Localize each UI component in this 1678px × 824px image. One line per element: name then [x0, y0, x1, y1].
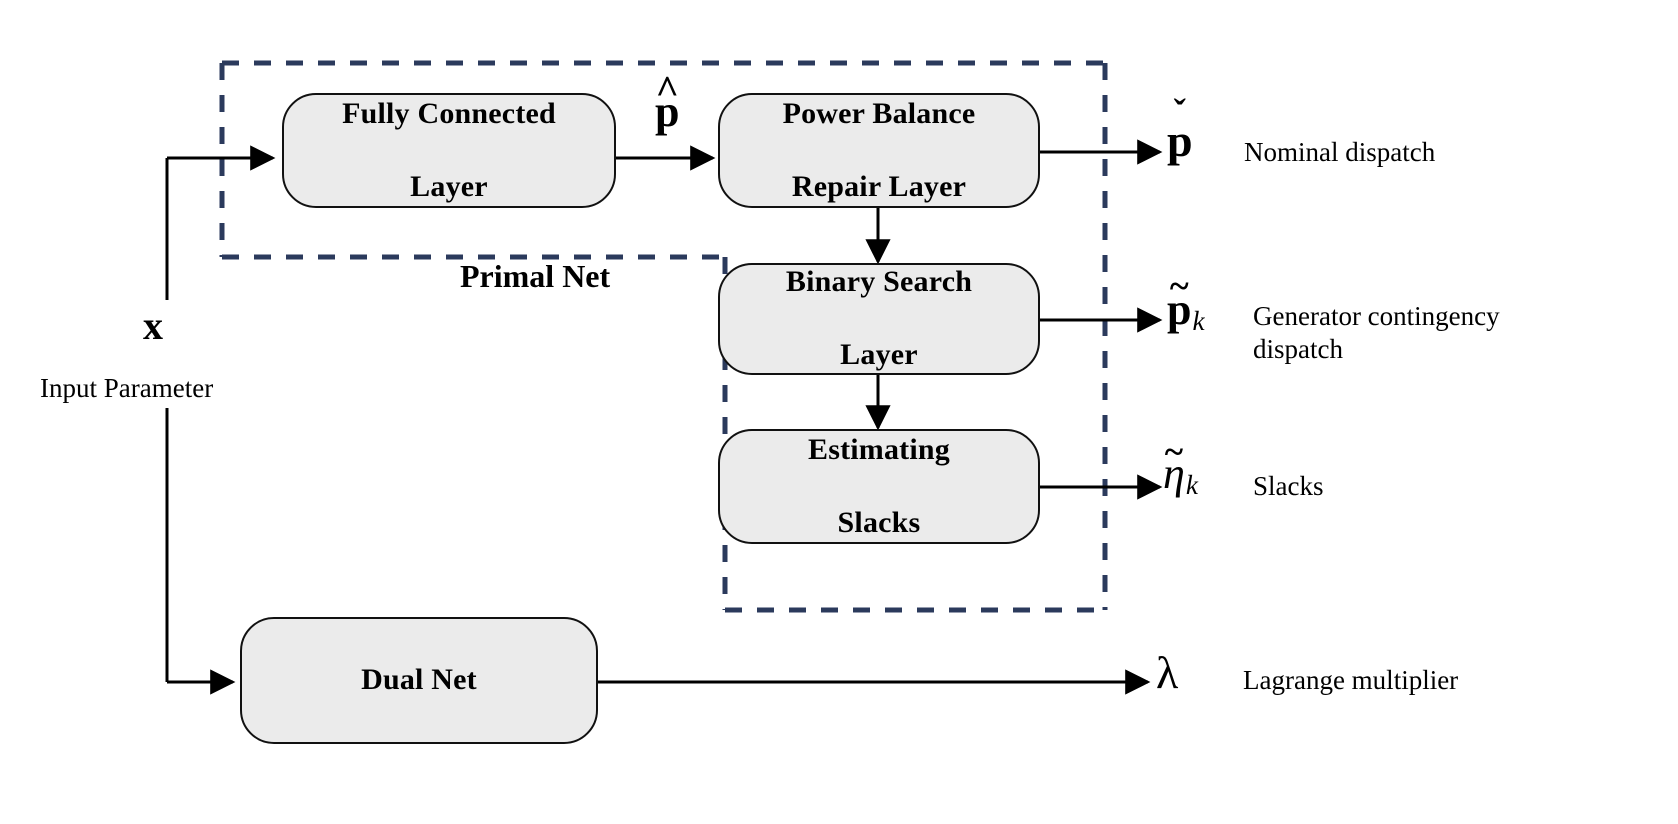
- tilde-accent: ~: [1164, 431, 1184, 471]
- tilde-accent: ~: [1169, 265, 1189, 306]
- output-description-slacks: Slacks: [1253, 471, 1324, 501]
- symbol-nominal-dispatch: p ˇ: [1167, 92, 1193, 166]
- output-description-nominal-dispatch: Nominal dispatch: [1244, 137, 1436, 167]
- accent-group: p ^: [655, 66, 680, 136]
- symbol-generator-contingency-dispatch: p ~ k: [1167, 265, 1205, 336]
- node-dual-net[interactable]: Dual Net: [240, 617, 598, 744]
- group-label-primal-net: Primal Net: [460, 258, 611, 294]
- input-parameter-label: Input Parameter: [40, 373, 214, 403]
- node-label: Dual Net: [361, 663, 477, 697]
- circumflex-accent: ^: [655, 66, 679, 112]
- accent-group: p ~: [1167, 265, 1192, 334]
- symbol-p-hat: p ^: [655, 66, 680, 136]
- input-symbol: x: [143, 303, 163, 348]
- output-description-lagrange-multiplier: Lagrange multiplier: [1243, 665, 1459, 695]
- subscript-k: k: [1185, 470, 1198, 500]
- accent-group: η ~: [1163, 431, 1185, 498]
- caron-accent: ˇ: [1173, 92, 1186, 134]
- symbol-slacks: η ~ k: [1163, 431, 1198, 500]
- subscript-k: k: [1192, 306, 1205, 336]
- output-description-generator-contingency-dispatch: Generator contingency dispatch: [1253, 301, 1500, 364]
- accent-group: p ˇ: [1167, 92, 1193, 166]
- symbol-lagrange-multiplier: λ: [1156, 647, 1179, 698]
